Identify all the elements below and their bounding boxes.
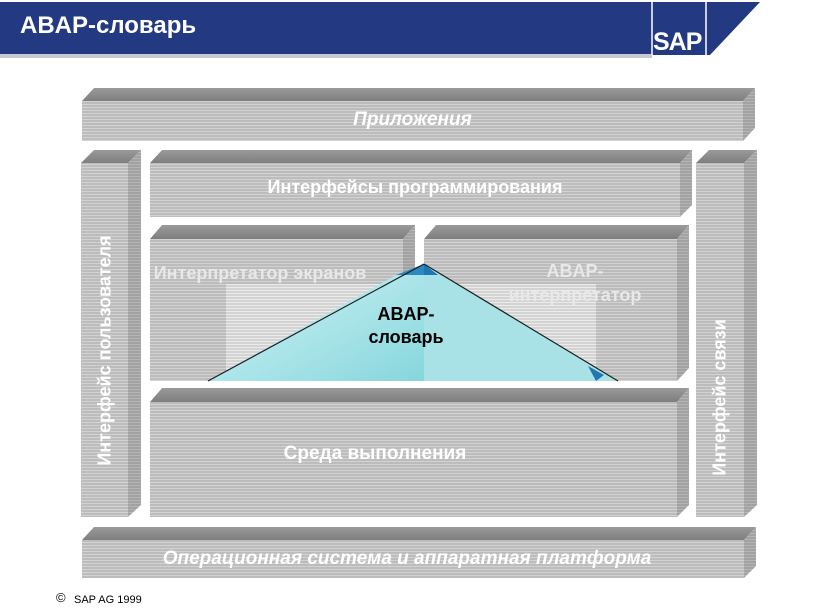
dictionary-line2: словарь — [368, 327, 444, 347]
communication-interface-label: Интерфейс связи — [709, 319, 730, 476]
os-platform-label: Операционная система и аппаратная платфо… — [162, 548, 652, 569]
sap-logo: SAP — [653, 28, 702, 56]
abap-interpreter-label: ABAP- интерпретатор — [470, 259, 680, 307]
copyright-symbol: © — [56, 590, 66, 605]
abap-dictionary-pyramid — [207, 263, 619, 382]
applications-label: Приложения — [353, 109, 472, 130]
os-platform-block — [82, 527, 756, 578]
runtime-environment-label: Среда выполнения — [283, 443, 467, 464]
header-bar: ABAP-словарь SAP — [0, 0, 772, 58]
runtime-environment-block — [150, 388, 689, 517]
user-interface-block — [81, 150, 141, 517]
header-background — [0, 0, 772, 58]
programming-interfaces-label: Интерфейсы программирования — [267, 177, 563, 197]
screen-interpreter-label: Интерпретатор экранов — [150, 262, 370, 284]
abap-dictionary-label: ABAP- словарь — [346, 303, 466, 349]
dictionary-line1: ABAP- — [377, 304, 435, 324]
user-interface-label: Интерфейс пользователя — [94, 235, 115, 466]
abap-interpreter-line1: ABAP- — [546, 261, 604, 281]
programming-interfaces-block — [150, 150, 692, 217]
communication-interface-block — [696, 150, 757, 517]
applications-block — [82, 88, 755, 141]
page-title: ABAP-словарь — [20, 12, 197, 39]
screen-interpreter-text: Интерпретатор экранов — [153, 263, 367, 283]
copyright-text: SAP AG 1999 — [74, 594, 142, 606]
abap-interpreter-line2: интерпретатор — [508, 285, 642, 305]
